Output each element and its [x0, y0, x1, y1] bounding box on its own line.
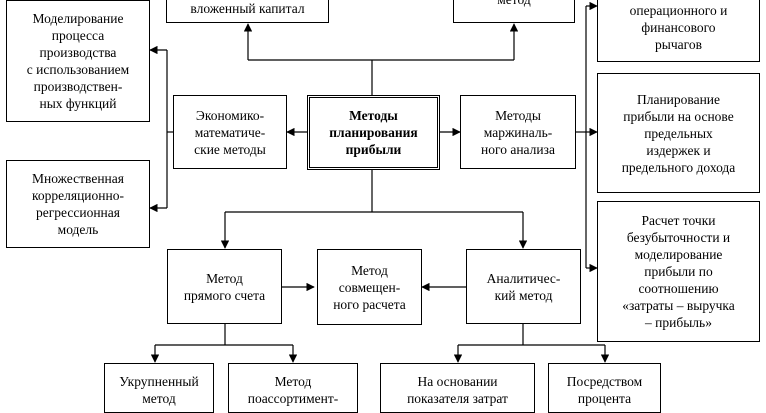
- box-econ-math-methods: Экономико- математиче- ские методы: [173, 95, 287, 169]
- box-analytic-method: Аналитичес- кий метод: [466, 249, 581, 324]
- box-multiple-regression: Множественная корреляционно- регрессионн…: [6, 160, 150, 248]
- box-direct-count-method: Метод прямого счета: [167, 249, 282, 324]
- box-modeling-production: Моделирование процесса производства с ис…: [6, 0, 150, 122]
- box-break-even: Расчет точки безубыточности и моделирова…: [597, 201, 760, 342]
- box-combined-calculation-method: Метод совмещен- ного расчета: [317, 249, 422, 325]
- box-cost-indicator: На основании показателя затрат: [380, 363, 535, 413]
- box-profit-planning-methods: Методы планирования прибыли: [307, 95, 440, 170]
- box-percentage: Посредством процента: [548, 363, 661, 413]
- connector-lines: [149, 1, 610, 363]
- box-aggregated-method: Укрупненный метод: [104, 363, 214, 413]
- box-marginal-cost-planning: Планирование прибыли на основе предельны…: [597, 73, 760, 193]
- box-top-method: метод: [453, 0, 575, 23]
- box-operating-financial-leverage: операционного и финансового рычагов: [597, 0, 760, 62]
- box-assortment-method: Метод поассортимент-: [228, 363, 358, 413]
- box-marginal-analysis: Методы маржиналь- ного анализа: [460, 95, 576, 169]
- box-top-invested-capital: вложенный капитал: [166, 0, 329, 23]
